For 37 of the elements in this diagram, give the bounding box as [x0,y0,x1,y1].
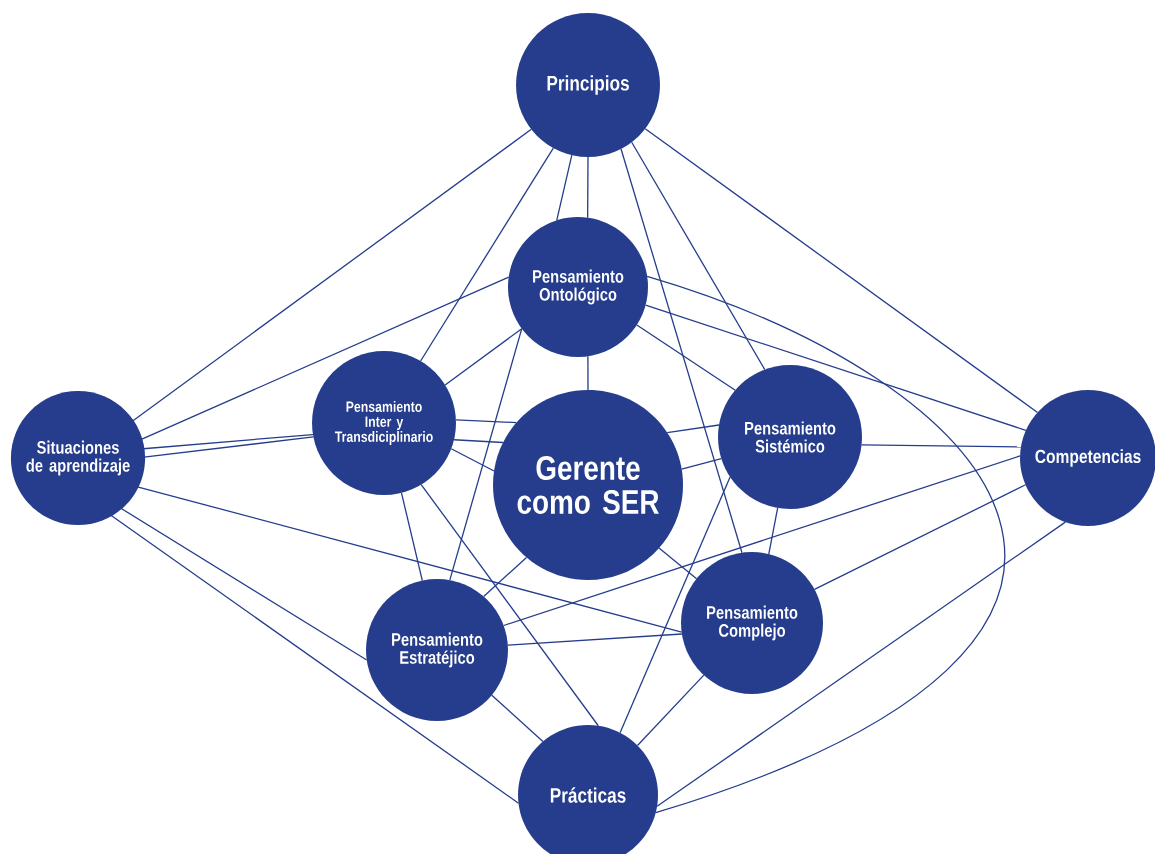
connector-line [143,436,314,458]
connector-line [636,674,705,747]
connector-line [483,556,528,598]
connector-line [631,141,766,371]
connector-line [449,328,523,581]
connector-line [656,521,1066,807]
connector-line [860,444,1022,448]
connector-line [587,355,589,391]
connector-line [646,275,1005,814]
connector-line [132,128,532,422]
connector-line [507,633,683,646]
connector-line [110,514,520,804]
connector-line [444,328,523,386]
connector-line [644,128,1039,414]
connector-line [419,147,554,362]
connector-line [503,455,1021,627]
connector-line [768,507,779,555]
connector-line [120,507,368,661]
connector-line [400,492,423,582]
connector-line [636,324,736,391]
connector-line [587,156,589,219]
connector-line [491,694,544,743]
connector-line [140,276,510,441]
connector-line [645,304,1027,431]
connector-line [658,547,698,580]
connector-line [619,476,731,734]
connector-line [681,457,722,470]
connector-line [453,439,504,444]
connector-line [813,484,1027,590]
connector-line [142,433,314,450]
connector-line [666,424,720,434]
connector-line [450,448,495,472]
connector-line [455,419,518,424]
connector-line [136,486,683,633]
connector-line [420,484,599,727]
connector-line [620,148,743,554]
connector-line [556,154,573,221]
